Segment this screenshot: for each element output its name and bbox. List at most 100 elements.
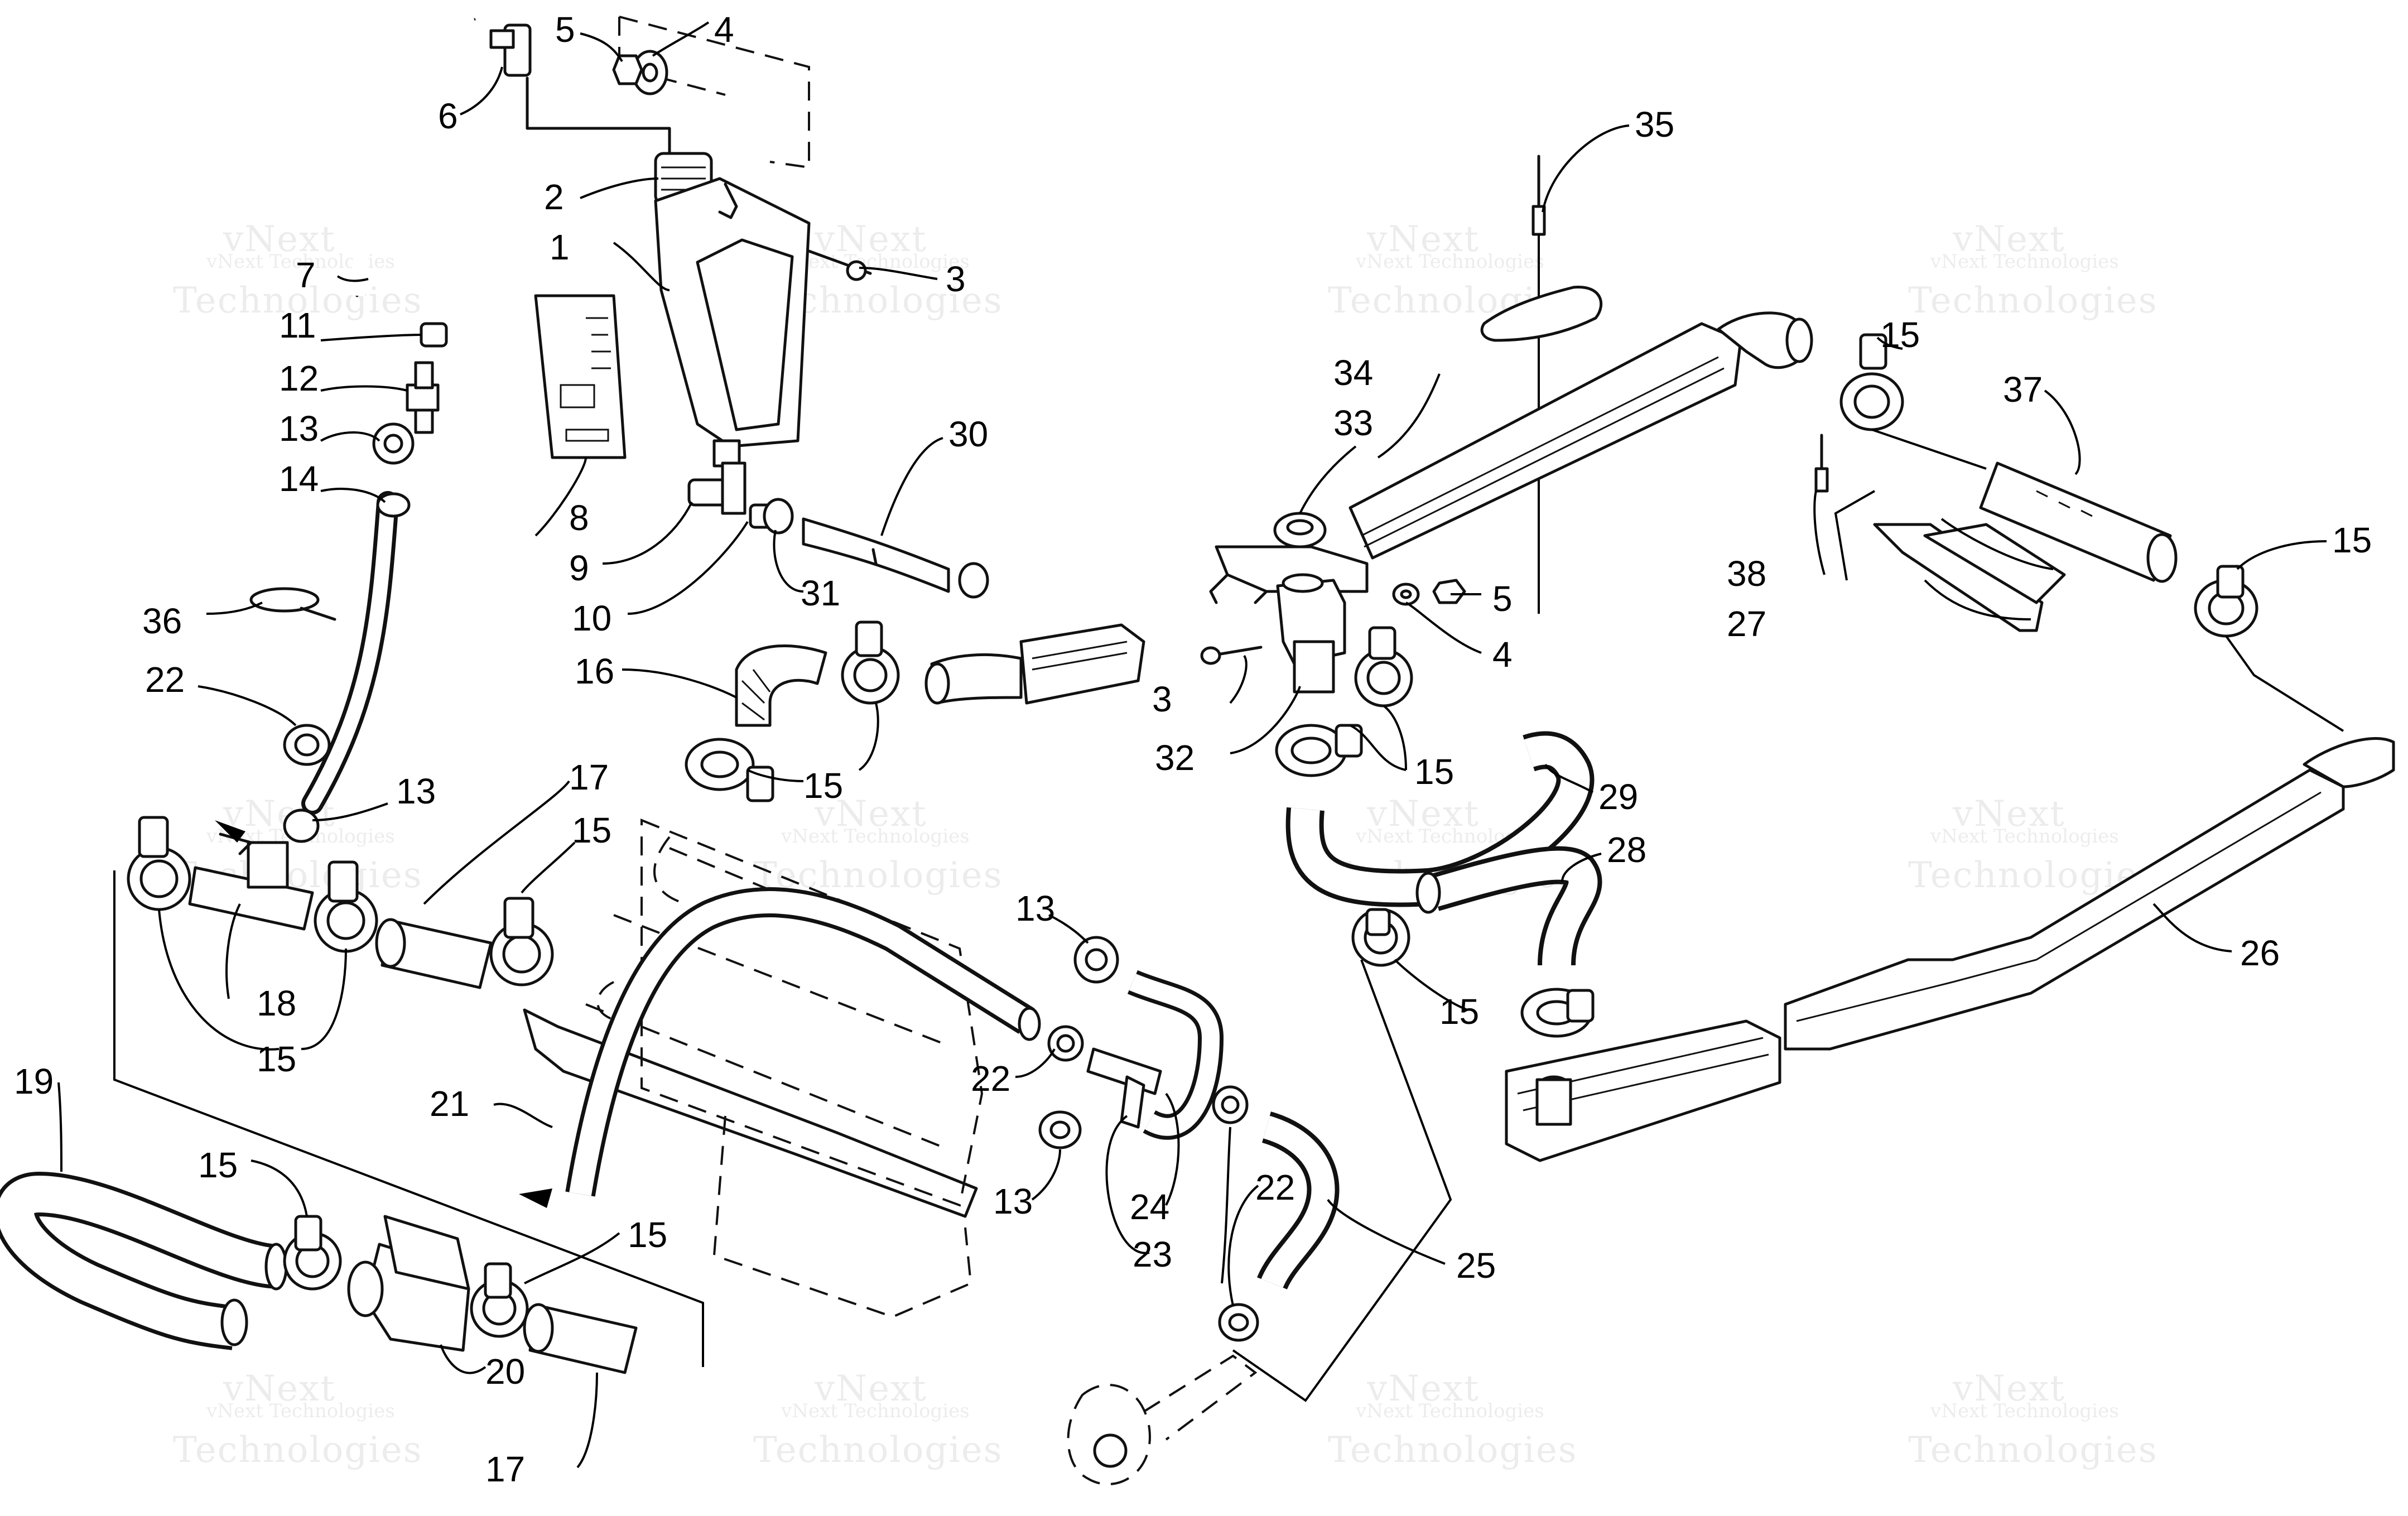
watermark-line1: vNext bbox=[223, 219, 336, 260]
watermark-9: vNext vNext Technologies Technologies bbox=[173, 1368, 422, 1471]
callout-c38: 38 bbox=[1727, 554, 1766, 594]
callout-c10: 10 bbox=[572, 598, 611, 638]
watermark-line1: vNext bbox=[814, 219, 927, 260]
washer-upper bbox=[632, 50, 668, 95]
callout-c12: 12 bbox=[279, 358, 319, 398]
clamp-15-upper-mid bbox=[489, 897, 554, 986]
clamp-22-center-b bbox=[1212, 1085, 1249, 1124]
assembly-guide-line-right-a bbox=[1834, 490, 1875, 581]
callout-c9: 9 bbox=[569, 548, 589, 588]
callout-c14: 14 bbox=[279, 459, 319, 499]
heat-exchanger-upper bbox=[1349, 311, 1813, 560]
clamp-15-right-e bbox=[1839, 333, 1904, 431]
callout-c37: 37 bbox=[2003, 369, 2043, 410]
watermark-line2: vNext Technologies bbox=[206, 1400, 395, 1422]
watermark-line3: Technologies bbox=[1908, 1430, 2158, 1471]
callout-c13c: 13 bbox=[1015, 888, 1055, 928]
callout-c15g: 15 bbox=[2332, 520, 2372, 560]
watermark-line1: vNext bbox=[814, 1368, 927, 1409]
callout-c6: 6 bbox=[438, 96, 458, 136]
watermark-line1: vNext bbox=[1366, 1368, 1480, 1409]
watermark-line2: vNext Technologies bbox=[1355, 1400, 1544, 1422]
assembly-guide-line-left bbox=[113, 870, 704, 1367]
assembly-guide-line-right-c bbox=[1871, 429, 1987, 470]
coolant-level-decal bbox=[534, 294, 627, 459]
callout-c16: 16 bbox=[575, 651, 614, 691]
foam-pad bbox=[1480, 286, 1602, 342]
clamp-13-center-bottom bbox=[1038, 1110, 1082, 1149]
callout-c3a: 3 bbox=[946, 259, 966, 299]
watermark-6: vNext vNext Technologies Technologies bbox=[753, 793, 1002, 896]
water-tee-pipe bbox=[188, 832, 314, 931]
watermark-line3: Technologies bbox=[753, 1430, 1003, 1471]
hose-28-end bbox=[1415, 872, 1441, 914]
watermark-line1: vNext bbox=[223, 1368, 336, 1409]
heat-exchanger-lower-left bbox=[1505, 1019, 1781, 1162]
callout-c22b: 22 bbox=[971, 1058, 1010, 1099]
callout-c32: 32 bbox=[1155, 738, 1195, 778]
return-hose-25-inner bbox=[1261, 1115, 1335, 1288]
vent-fitting bbox=[489, 23, 671, 155]
screw-lower bbox=[1200, 646, 1263, 665]
clamp-15-right-a bbox=[1354, 626, 1413, 708]
callout-c30: 30 bbox=[948, 414, 988, 454]
watermark-line2: vNext Technologies bbox=[1930, 251, 2119, 273]
watermark-line1: vNext bbox=[1952, 219, 2065, 260]
loop-hose-19-inner bbox=[0, 1175, 280, 1346]
callout-c15a: 15 bbox=[803, 766, 843, 806]
rivet-38 bbox=[1814, 434, 1829, 493]
hose-clamp-small-a bbox=[372, 422, 415, 465]
assembly-guide-line-center bbox=[1232, 959, 1452, 1402]
callout-c18: 18 bbox=[257, 983, 296, 1023]
water-pump-outline bbox=[1067, 1354, 1258, 1485]
callout-c11: 11 bbox=[279, 305, 316, 345]
heat-exchanger-bracket bbox=[1873, 523, 2066, 632]
callout-c36: 36 bbox=[142, 601, 182, 641]
nut-lower bbox=[1432, 579, 1466, 604]
callout-c15d: 15 bbox=[198, 1145, 238, 1185]
watermark-4: vNext vNext Technologies Technologies bbox=[1908, 219, 2158, 321]
callout-c25: 25 bbox=[1456, 1245, 1496, 1286]
washer-lower bbox=[1392, 583, 1420, 606]
watermark-line3: Technologies bbox=[1328, 1430, 1578, 1471]
callout-c21: 21 bbox=[430, 1084, 469, 1124]
watermark-line1: vNext bbox=[1952, 793, 2065, 835]
clamp-13-center-top bbox=[1073, 936, 1119, 984]
watermark-line2: vNext Technologies bbox=[1930, 1400, 2119, 1422]
callout-c26: 26 bbox=[2240, 933, 2280, 973]
callout-c15e: 15 bbox=[628, 1215, 667, 1255]
callout-c7: 7 bbox=[296, 255, 316, 295]
callout-c4a: 4 bbox=[714, 9, 734, 50]
outlet-pipe bbox=[565, 887, 1035, 1197]
clamp-15-lower-b bbox=[470, 1262, 529, 1338]
loop-hose-19-end-b bbox=[220, 1298, 248, 1346]
nut-upper bbox=[612, 54, 643, 85]
thermostat-housing-20 bbox=[347, 1215, 470, 1352]
reference-arrow-upper bbox=[215, 820, 245, 843]
callout-c3b: 3 bbox=[1152, 679, 1172, 719]
clamp-15-right-b bbox=[1275, 724, 1363, 777]
callout-c24: 24 bbox=[1130, 1187, 1169, 1227]
reservoir-tee-fitting bbox=[687, 461, 747, 515]
reservoir-hose-clamp bbox=[763, 498, 989, 599]
reference-arrow-lower bbox=[519, 1188, 552, 1208]
watermark-line1: vNext bbox=[1952, 1368, 2065, 1409]
watermark-line2: vNext Technologies bbox=[781, 825, 970, 848]
watermark-line3: Technologies bbox=[1908, 280, 2158, 321]
callout-c4b: 4 bbox=[1492, 634, 1513, 675]
callout-c15h: 15 bbox=[1414, 752, 1454, 792]
watermark-12: vNext vNext Technologies Technologies bbox=[1908, 1368, 2158, 1471]
fitting-cap bbox=[420, 322, 448, 348]
coolant-reservoir bbox=[654, 177, 811, 468]
callout-c15f: 15 bbox=[1880, 315, 1920, 355]
screw-upper bbox=[807, 249, 872, 281]
callout-c34: 34 bbox=[1333, 353, 1373, 393]
callout-c33: 33 bbox=[1333, 403, 1373, 443]
rivet-35 bbox=[1532, 155, 1546, 614]
clamp-15-right-f bbox=[2194, 565, 2258, 638]
callout-c35: 35 bbox=[1635, 104, 1674, 145]
watermark-line2: vNext Technologies bbox=[781, 1400, 970, 1422]
clamp-15-left-2 bbox=[314, 860, 378, 953]
clamp-15-upper-a bbox=[841, 620, 900, 705]
